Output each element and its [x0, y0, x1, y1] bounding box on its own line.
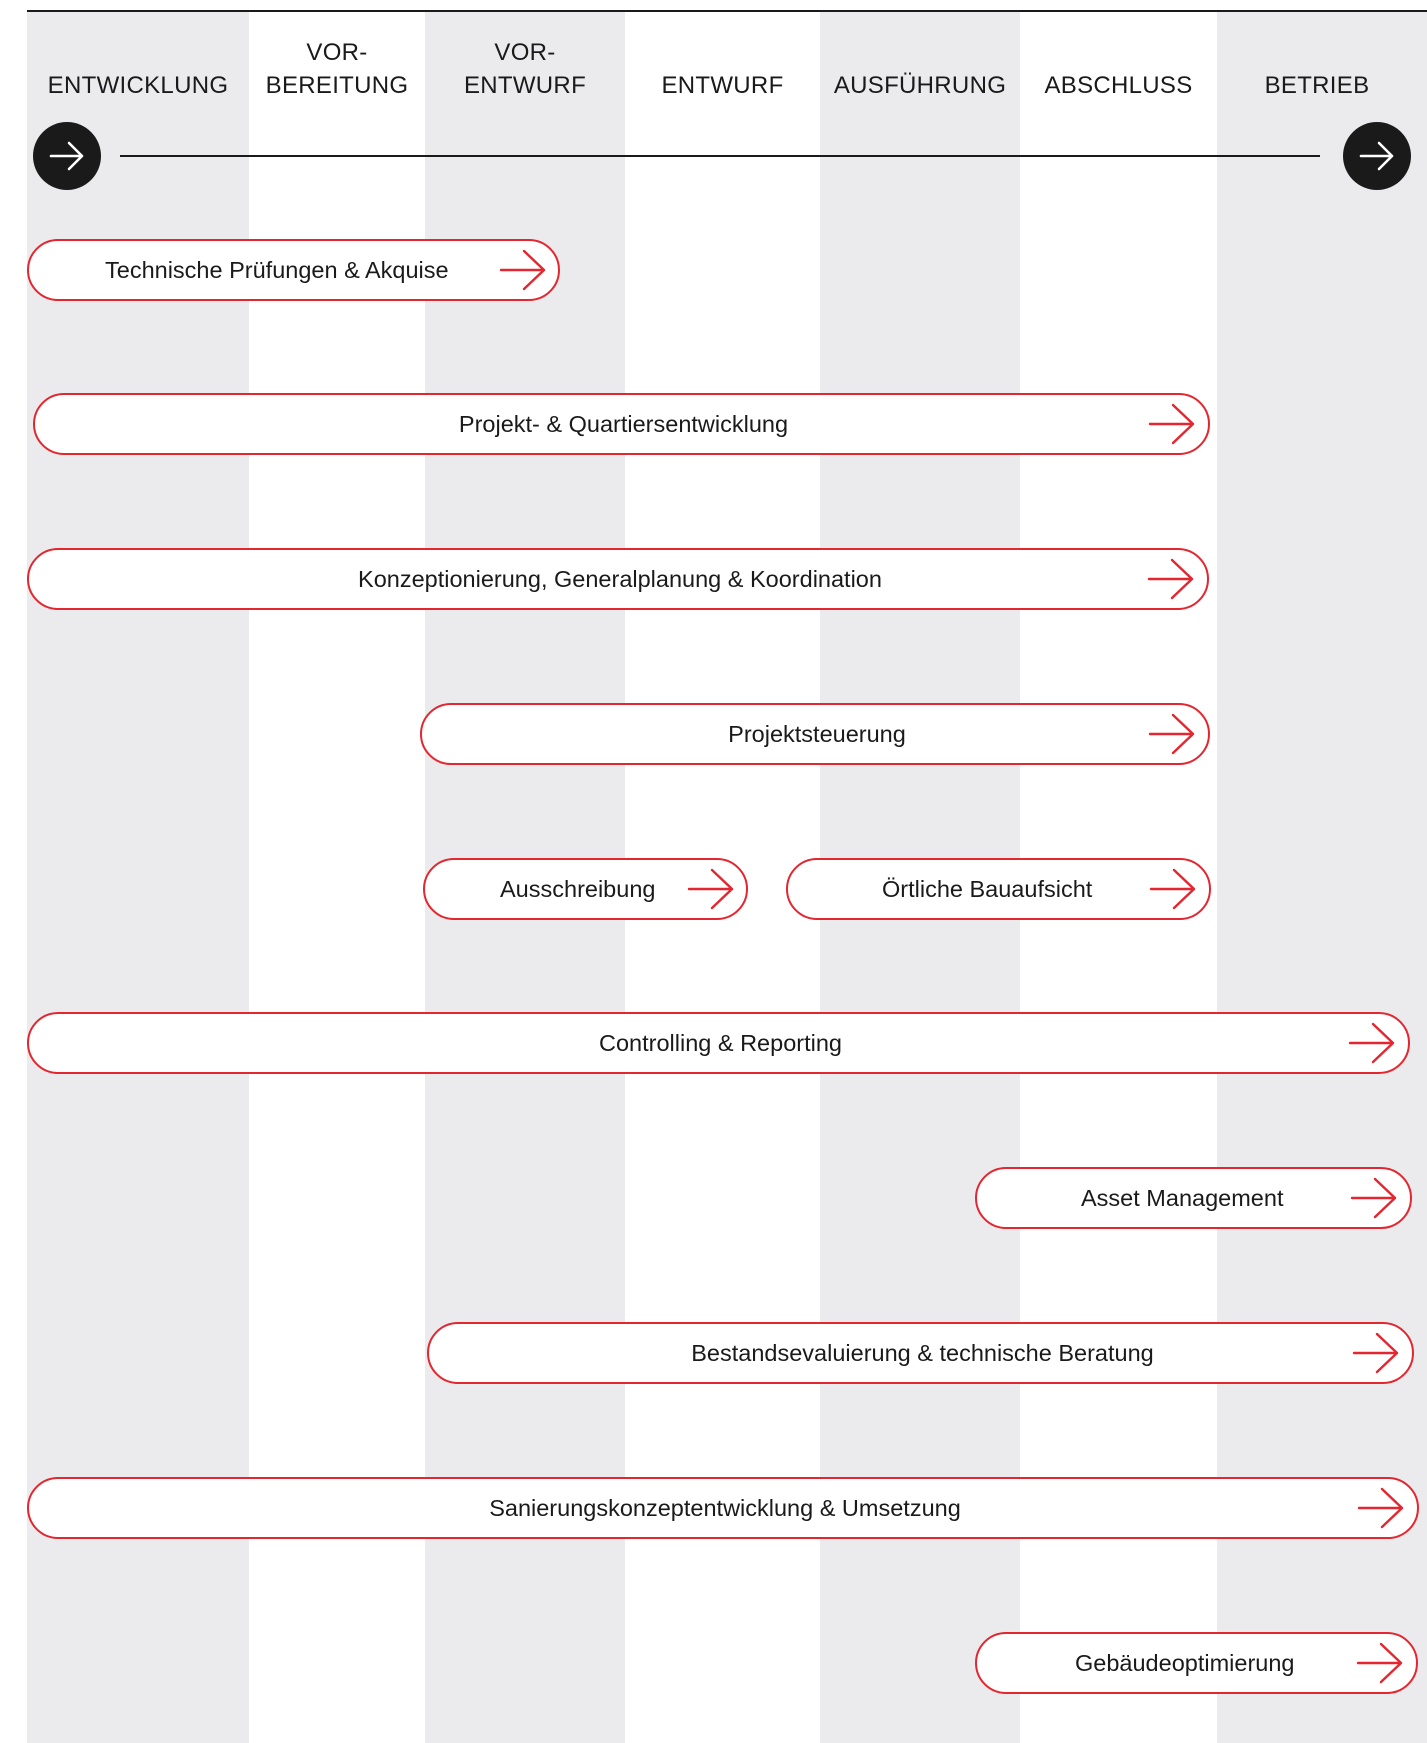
- service-pill-bestandsevaluierung[interactable]: Bestandsevaluierung & technische Beratun…: [427, 1322, 1414, 1384]
- column-band-betrieb: [1217, 12, 1427, 1743]
- arrow-right-icon: [1357, 1487, 1404, 1529]
- service-label: Controlling & Reporting: [599, 1030, 842, 1056]
- service-label: Asset Management: [1081, 1185, 1284, 1211]
- top-rule: [27, 10, 1427, 12]
- timeline-start-arrow-icon: [33, 122, 101, 190]
- service-pill-oertliche-bauaufsicht[interactable]: Örtliche Bauaufsicht: [786, 858, 1211, 920]
- phase-label-entwicklung: ENTWICKLUNG: [47, 72, 229, 99]
- service-label: Konzeptionierung, Generalplanung & Koord…: [358, 566, 882, 592]
- service-pill-projektsteuerung[interactable]: Projektsteuerung: [420, 703, 1210, 765]
- arrow-right-icon: [1356, 1642, 1403, 1684]
- arrow-right-icon: [1352, 1332, 1399, 1374]
- phase-label-ausfuehrung: AUSFÜHRUNG: [833, 72, 1007, 99]
- service-pill-sanierungskonzept[interactable]: Sanierungskonzeptentwicklung & Umsetzung: [27, 1477, 1419, 1539]
- arrow-right-icon: [499, 249, 546, 291]
- service-pill-technische-pruefungen[interactable]: Technische Prüfungen & Akquise: [27, 239, 560, 301]
- arrow-right-icon: [1148, 403, 1195, 445]
- arrow-right-icon: [1148, 713, 1195, 755]
- service-pill-projektentwicklung[interactable]: Projekt- & Quartiersentwicklung: [33, 393, 1210, 455]
- service-pill-ausschreibung[interactable]: Ausschreibung: [423, 858, 748, 920]
- service-label: Sanierungskonzeptentwicklung & Umsetzung: [489, 1495, 961, 1521]
- timeline-line: [120, 155, 1320, 157]
- service-label: Ausschreibung: [500, 876, 656, 902]
- phase-label-abschluss: ABSCHLUSS: [1044, 72, 1193, 99]
- arrow-right-icon: [1350, 1177, 1397, 1219]
- phase-label-vorentwurf: VOR- ENTWURF: [463, 39, 587, 99]
- service-pill-konzeptionierung[interactable]: Konzeptionierung, Generalplanung & Koord…: [27, 548, 1209, 610]
- service-label: Örtliche Bauaufsicht: [882, 876, 1093, 902]
- arrow-right-icon: [687, 868, 734, 910]
- phase-label-vorbereitung: VOR- BEREITUNG: [265, 39, 409, 99]
- phase-label-entwurf: ENTWURF: [661, 72, 784, 99]
- service-label: Projektsteuerung: [728, 721, 906, 747]
- service-pill-asset-management[interactable]: Asset Management: [975, 1167, 1412, 1229]
- service-pill-gebaeudeoptimierung[interactable]: Gebäudeoptimierung: [975, 1632, 1418, 1694]
- arrow-right-icon: [1348, 1022, 1395, 1064]
- service-label: Bestandsevaluierung & technische Beratun…: [691, 1340, 1154, 1366]
- service-label: Gebäudeoptimierung: [1075, 1650, 1295, 1676]
- arrow-right-icon: [1147, 558, 1194, 600]
- timeline-end-arrow-icon: [1343, 122, 1411, 190]
- service-label: Technische Prüfungen & Akquise: [105, 257, 449, 283]
- phase-label-betrieb: BETRIEB: [1264, 72, 1370, 99]
- arrow-right-icon: [1149, 868, 1196, 910]
- service-pill-controlling-reporting[interactable]: Controlling & Reporting: [27, 1012, 1410, 1074]
- service-label: Projekt- & Quartiersentwicklung: [458, 411, 789, 437]
